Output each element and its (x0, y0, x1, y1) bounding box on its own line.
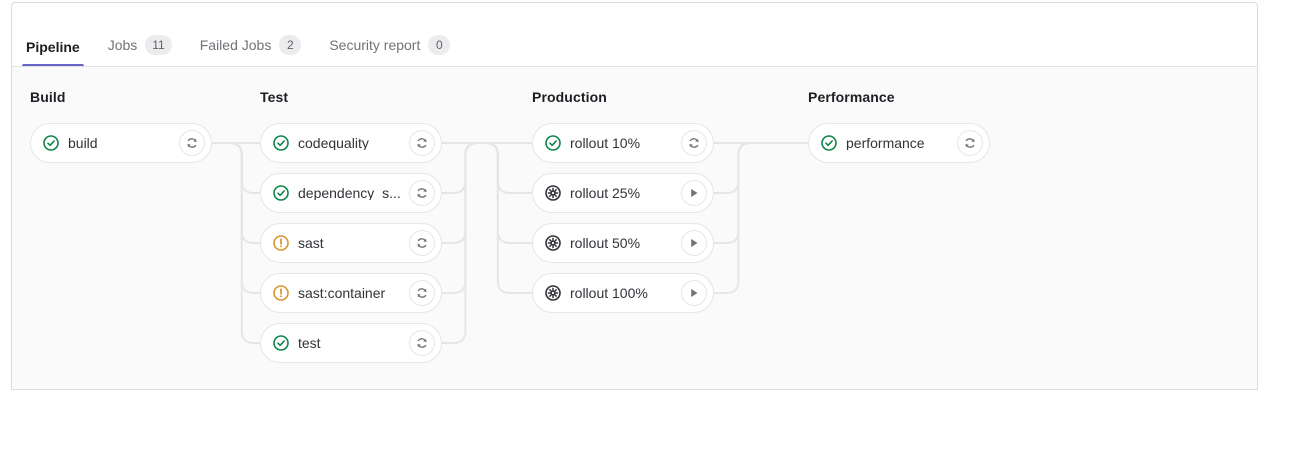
connector-line (229, 142, 260, 294)
job-name: rollout 100% (570, 286, 648, 300)
stage-title: Build (30, 89, 66, 105)
tab-pipeline[interactable]: Pipeline (12, 39, 94, 67)
retry-job-button[interactable] (409, 130, 435, 156)
tab-count-badge: 11 (145, 35, 172, 55)
job-name: test (298, 336, 321, 350)
pipeline-job-node[interactable]: rollout 50% (532, 223, 714, 263)
stage-title: Production (532, 89, 607, 105)
job-name: rollout 50% (570, 236, 641, 250)
tab-label: Failed Jobs (199, 37, 272, 53)
job-name: sast:container (298, 286, 386, 300)
connector-line (479, 142, 532, 244)
connector-line (442, 142, 480, 294)
pipeline-job-node[interactable]: sast:container (260, 273, 442, 313)
retry-icon (417, 238, 427, 248)
connector-line (442, 142, 480, 344)
play-icon (691, 288, 698, 298)
pipeline-job-node[interactable]: test (260, 323, 442, 363)
job-name: sast (298, 236, 324, 250)
play-job-button[interactable] (681, 180, 707, 206)
pipeline-job-node[interactable]: sast (260, 223, 442, 263)
job-name: codequality (298, 136, 369, 150)
pipeline-job-node[interactable]: rollout 10% (532, 123, 714, 163)
tab-label: Security report (329, 37, 421, 53)
status-success-icon (273, 335, 289, 351)
pipeline-job-node[interactable]: dependency_s... (260, 173, 442, 213)
status-warning-icon (273, 235, 289, 251)
retry-icon (417, 288, 427, 298)
status-manual-icon (545, 285, 561, 301)
status-success-icon (43, 135, 59, 151)
job-name: performance (846, 136, 925, 150)
pipeline-job-node[interactable]: performance (808, 123, 990, 163)
job-name: rollout 10% (570, 136, 641, 150)
tab-jobs[interactable]: Jobs 11 (94, 35, 186, 67)
pipeline-job-node[interactable]: rollout 25% (532, 173, 714, 213)
status-success-icon (273, 185, 289, 201)
retry-icon (689, 138, 699, 148)
retry-icon (417, 338, 427, 348)
status-success-icon (545, 135, 561, 151)
connector-line (479, 142, 532, 294)
stage-title: Test (260, 89, 289, 105)
status-warning-icon (273, 285, 289, 301)
retry-icon (417, 138, 427, 148)
tab-label: Jobs (107, 37, 138, 53)
tab-count-badge: 2 (279, 35, 302, 55)
retry-icon (187, 138, 197, 148)
tab-count-badge: 0 (428, 35, 451, 55)
status-success-icon (821, 135, 837, 151)
play-job-button[interactable] (681, 230, 707, 256)
pipeline-graph-panel: Build build Test codequality dependency_s...… (11, 66, 1258, 390)
tab-bar: Pipeline Jobs 11 Failed Jobs 2 Security repor… (12, 25, 464, 67)
status-success-icon (273, 135, 289, 151)
retry-job-button[interactable] (681, 130, 707, 156)
connector-line (229, 142, 260, 194)
connector-line (442, 142, 480, 194)
retry-icon (965, 138, 975, 148)
pipeline-job-node[interactable]: codequality (260, 123, 442, 163)
stage-title: Performance (808, 89, 895, 105)
connector-line (442, 142, 480, 244)
job-name: rollout 25% (570, 186, 641, 200)
tab-failed-jobs[interactable]: Failed Jobs 2 (186, 35, 316, 67)
connector-line (714, 142, 754, 294)
pipeline-job-node[interactable]: rollout 100% (532, 273, 714, 313)
retry-job-button[interactable] (957, 130, 983, 156)
job-name: build (68, 136, 98, 150)
job-name: dependency_s... (298, 186, 401, 200)
play-job-button[interactable] (681, 280, 707, 306)
status-manual-icon (545, 185, 561, 201)
pipeline-job-node[interactable]: build (30, 123, 212, 163)
retry-icon (417, 188, 427, 198)
retry-job-button[interactable] (409, 330, 435, 356)
status-manual-icon (545, 235, 561, 251)
retry-job-button[interactable] (409, 280, 435, 306)
retry-job-button[interactable] (409, 230, 435, 256)
tab-label: Pipeline (26, 39, 80, 55)
tabs-card: Pipeline Jobs 11 Failed Jobs 2 Security repor… (11, 2, 1258, 67)
play-icon (691, 188, 698, 198)
retry-job-button[interactable] (179, 130, 205, 156)
connector-line (229, 142, 260, 244)
connector-line (479, 142, 532, 194)
connector-line (714, 142, 754, 194)
tab-security-report[interactable]: Security report 0 (315, 35, 464, 67)
retry-job-button[interactable] (409, 180, 435, 206)
connector-line (714, 142, 754, 244)
connector-line (229, 142, 260, 344)
play-icon (691, 238, 698, 248)
